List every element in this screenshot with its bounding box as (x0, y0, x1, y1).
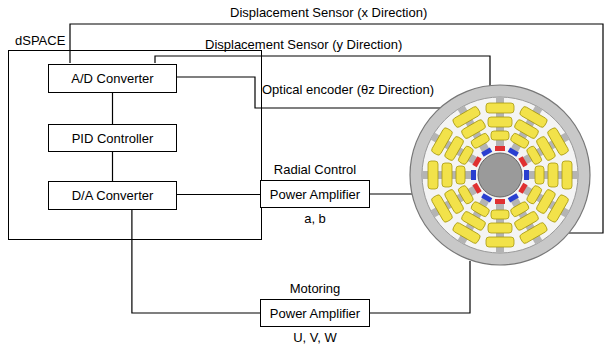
signal-wire (112, 93, 113, 124)
amplifier-box: Radial ControlPower Amplifiera, b (260, 180, 370, 208)
controller-frame: dSPACEA/D ConverterPID ControllerD/A Con… (8, 50, 262, 240)
box-heading: U, V, W (293, 330, 337, 345)
signal-wire (177, 194, 260, 195)
process-box: PID Controller (48, 124, 177, 152)
box-heading: dSPACE (15, 33, 65, 48)
amplifier-box: MotoringPower AmplifierU, V, W (260, 299, 370, 327)
box-heading: Motoring (290, 281, 341, 296)
box-label: PID Controller (72, 131, 154, 146)
box-label: Power Amplifier (270, 187, 360, 202)
signal-label: Displacement Sensor (y Direction) (205, 37, 402, 52)
signal-wire (132, 210, 260, 313)
process-box: D/A Converter (48, 181, 177, 210)
motor-illustration (410, 85, 590, 265)
motor-power-wire (370, 261, 470, 313)
box-label: A/D Converter (71, 71, 153, 86)
signal-wire (112, 152, 113, 181)
encoder-wire (176, 77, 440, 108)
box-label: Power Amplifier (270, 306, 360, 321)
signal-label: Displacement Sensor (x Direction) (230, 5, 427, 20)
box-heading: Radial Control (274, 162, 356, 177)
process-box: A/D Converter (48, 64, 177, 93)
radial-power-wire (370, 193, 412, 194)
box-heading: a, b (304, 211, 326, 226)
box-label: D/A Converter (72, 188, 154, 203)
y-sensor-wire (155, 56, 490, 86)
signal-label: Optical encoder (θz Direction) (262, 82, 434, 97)
